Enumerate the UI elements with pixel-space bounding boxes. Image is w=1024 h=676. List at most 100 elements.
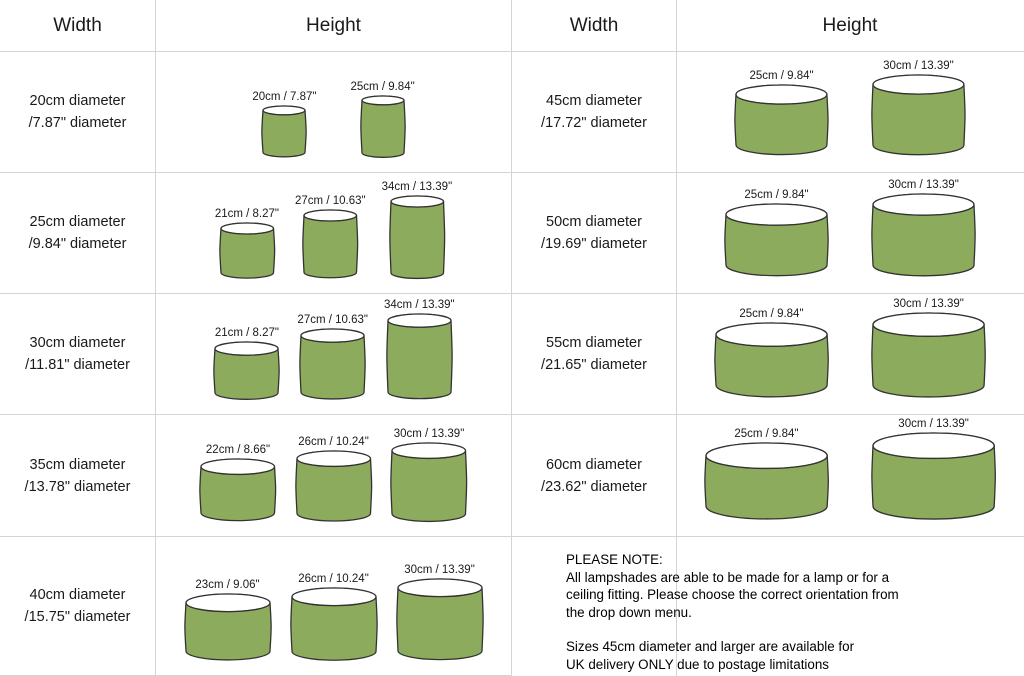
lampshade-item: 30cm / 13.39"	[870, 52, 967, 158]
width-label: 25cm diameter /9.84" diameter	[29, 211, 127, 255]
lampshade-caption: 27cm / 10.63"	[295, 195, 366, 208]
width-label-line2: /17.72" diameter	[541, 115, 647, 131]
lampshade-caption: 30cm / 13.39"	[893, 298, 964, 311]
lampshade-item: 25cm / 9.84"	[351, 52, 415, 160]
lampshade-caption: 25cm / 9.84"	[734, 428, 799, 441]
header-cell-height-left: Height	[155, 0, 512, 51]
lampshade-icon	[388, 193, 447, 281]
width-label-line2: /9.84" diameter	[28, 236, 127, 252]
table-row: 50cm diameter /19.69" diameter 25cm / 9.…	[512, 173, 1024, 294]
lampshade-caption: 20cm / 7.87"	[252, 91, 317, 104]
height-cell: 21cm / 8.27" 27cm / 10.63" 34cm / 13.39"	[155, 173, 512, 293]
lampshade-caption: 25cm / 9.84"	[739, 308, 804, 321]
table-row: 60cm diameter /23.62" diameter 25cm / 9.…	[512, 415, 1024, 537]
lampshade-caption: 34cm / 13.39"	[384, 299, 455, 312]
lampshade-item: 25cm / 9.84"	[733, 52, 830, 158]
size-table-left: Width Height 20cm diameter /7.87" diamet…	[0, 0, 512, 676]
lampshade-item: 26cm / 10.24"	[294, 415, 374, 524]
width-cell: 25cm diameter /9.84" diameter	[0, 173, 155, 293]
lampshade-item: 30cm / 13.39"	[870, 294, 987, 400]
lampshade-caption: 21cm / 8.27"	[214, 326, 279, 339]
note-title: PLEASE NOTE:	[566, 552, 663, 567]
width-label-line2: /15.75" diameter	[24, 609, 131, 625]
height-cell: 25cm / 9.84" 30cm / 13.39"	[676, 294, 1024, 414]
width-label: 50cm diameter /19.69" diameter	[541, 211, 647, 255]
table-row: 45cm diameter /17.72" diameter 25cm / 9.…	[512, 52, 1024, 173]
width-label: 30cm diameter /11.81" diameter	[25, 332, 130, 376]
lampshade-caption: 27cm / 10.63"	[297, 314, 368, 327]
lampshade-item: 30cm / 13.39"	[389, 415, 469, 524]
table-row: 30cm diameter /11.81" diameter 21cm / 8.…	[0, 294, 512, 415]
lampshade-icon	[294, 448, 374, 524]
lampshade-icon	[212, 339, 281, 402]
width-label: 20cm diameter /7.87" diameter	[29, 90, 127, 134]
lampshade-icon	[395, 576, 485, 663]
note-line-5: UK delivery ONLY due to postage limitati…	[566, 656, 829, 672]
width-label-line2: /19.69" diameter	[541, 236, 647, 252]
width-cell: 55cm diameter /21.65" diameter	[512, 294, 676, 414]
lampshade-icon	[198, 456, 278, 524]
shade-group: 22cm / 8.66" 26cm / 10.24" 30cm / 13.39"	[155, 415, 512, 536]
lampshade-icon	[359, 93, 407, 160]
width-cell: 50cm diameter /19.69" diameter	[512, 173, 676, 293]
lampshade-icon	[183, 591, 273, 663]
lampshade-icon	[218, 220, 277, 281]
shade-group: 20cm / 7.87" 25cm / 9.84"	[155, 52, 512, 172]
width-label: 60cm diameter /23.62" diameter	[541, 454, 647, 498]
width-label-line1: 55cm diameter	[546, 335, 642, 351]
width-label-line2: /11.81" diameter	[25, 357, 130, 373]
width-label: 45cm diameter /17.72" diameter	[541, 90, 647, 134]
width-cell: 60cm diameter /23.62" diameter	[512, 415, 676, 536]
lampshade-item: 21cm / 8.27"	[212, 294, 281, 402]
height-cell: 25cm / 9.84" 30cm / 13.39"	[676, 173, 1024, 293]
column-divider-left	[155, 0, 156, 676]
width-label-line2: /23.62" diameter	[541, 478, 647, 495]
width-cell: 20cm diameter /7.87" diameter	[0, 52, 155, 172]
lampshade-item: 21cm / 8.27"	[215, 173, 279, 281]
lampshade-item: 30cm / 13.39"	[870, 173, 977, 279]
lampshade-caption: 34cm / 13.39"	[381, 180, 453, 193]
shade-group: 21cm / 8.27" 27cm / 10.63" 34cm / 13.39"	[155, 173, 512, 293]
width-label-line1: 20cm diameter	[29, 93, 126, 109]
header-cell-height-right: Height	[676, 0, 1024, 51]
lampshade-caption: 30cm / 13.39"	[898, 417, 969, 430]
height-cell: 23cm / 9.06" 26cm / 10.24" 30cm / 13.39"	[155, 537, 512, 675]
lampshade-icon	[301, 207, 360, 281]
panel-divider	[511, 0, 512, 676]
lampshade-caption: 22cm / 8.66"	[205, 444, 271, 457]
width-cell: 35cm diameter /13.78" diameter	[0, 415, 155, 536]
width-label-line1: 45cm diameter	[546, 93, 642, 109]
width-label-line1: 25cm diameter	[29, 214, 126, 230]
width-label-line2: /13.78" diameter	[24, 478, 131, 495]
lampshade-icon	[723, 201, 830, 279]
lampshade-item: 23cm / 9.06"	[183, 537, 273, 663]
width-label-line1: 60cm diameter	[546, 456, 642, 473]
note-spacer	[566, 621, 986, 638]
header-label-height: Height	[822, 15, 878, 36]
shade-group: 25cm / 9.84" 30cm / 13.39"	[676, 415, 1024, 536]
table-row: 35cm diameter /13.78" diameter 22cm / 8.…	[0, 415, 512, 537]
lampshade-item: 26cm / 10.24"	[289, 537, 379, 663]
header-label-width: Width	[53, 14, 102, 36]
width-label-line1: 35cm diameter	[29, 456, 126, 473]
lampshade-item: 34cm / 13.39"	[384, 294, 455, 402]
table-row: 40cm diameter /15.75" diameter 23cm / 9.…	[0, 537, 512, 676]
note-line-4: Sizes 45cm diameter and larger are avail…	[566, 639, 855, 654]
height-cell: 21cm / 8.27" 27cm / 10.63" 34cm / 13.39"	[155, 294, 512, 414]
width-cell: 30cm diameter /11.81" diameter	[0, 294, 155, 414]
column-divider-right	[676, 0, 677, 676]
lampshade-icon	[713, 320, 830, 400]
lampshade-icon	[385, 311, 454, 402]
lampshade-caption: 30cm / 13.39"	[404, 564, 475, 577]
table-header-row-left: Width Height	[0, 0, 512, 52]
width-label: 40cm diameter /15.75" diameter	[25, 584, 131, 628]
please-note-block: PLEASE NOTE: All lampshades are able to …	[566, 551, 986, 673]
width-label-line2: /7.87" diameter	[28, 115, 127, 131]
note-line-1: All lampshades are able to be made for a…	[566, 569, 890, 585]
lampshade-item: 30cm / 13.39"	[395, 537, 485, 663]
header-label-width: Width	[569, 14, 619, 36]
header-cell-width-right: Width	[512, 0, 676, 51]
lampshade-item: 30cm / 13.39"	[870, 415, 997, 522]
width-label-line1: 40cm diameter	[29, 587, 126, 603]
header-label-height: Height	[306, 15, 361, 36]
